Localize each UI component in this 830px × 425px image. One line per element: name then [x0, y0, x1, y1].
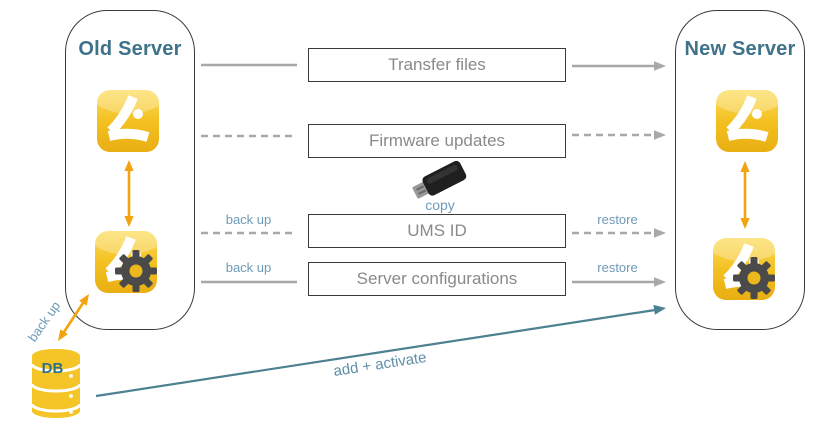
server-config-restore-label: restore: [597, 260, 638, 275]
ums-id-restore-label: restore: [597, 212, 638, 227]
old-server-container: Old Server: [65, 10, 195, 330]
transfer-files-arrowhead: [654, 61, 666, 71]
new-server-title: New Server: [684, 38, 796, 60]
add-activate-label: add + activate: [332, 349, 428, 380]
server-configurations-arrowhead: [654, 277, 666, 287]
ums-id-label: UMS ID: [407, 221, 467, 240]
ums-id-box: UMS ID: [308, 214, 566, 248]
transfer-files-box: Transfer files: [308, 48, 566, 82]
server-configurations-label: Server configurations: [356, 269, 518, 288]
old-server-title: Old Server: [78, 38, 182, 60]
server-configurations-box: Server configurations: [308, 262, 566, 296]
ums-id-backup-label: back up: [225, 212, 272, 227]
usb-copy-label: copy: [425, 197, 455, 213]
new-server-container: New Server: [675, 10, 805, 330]
firmware-updates-arrowhead: [654, 130, 666, 140]
db-backup-label: back up: [24, 298, 64, 345]
firmware-updates-label: Firmware updates: [368, 131, 506, 150]
ums-id-arrowhead: [654, 228, 666, 238]
server-config-backup-label: back up: [225, 260, 272, 275]
transfer-files-label: Transfer files: [388, 55, 486, 74]
firmware-updates-box: Firmware updates: [308, 124, 566, 158]
db-label: DB: [41, 360, 64, 377]
